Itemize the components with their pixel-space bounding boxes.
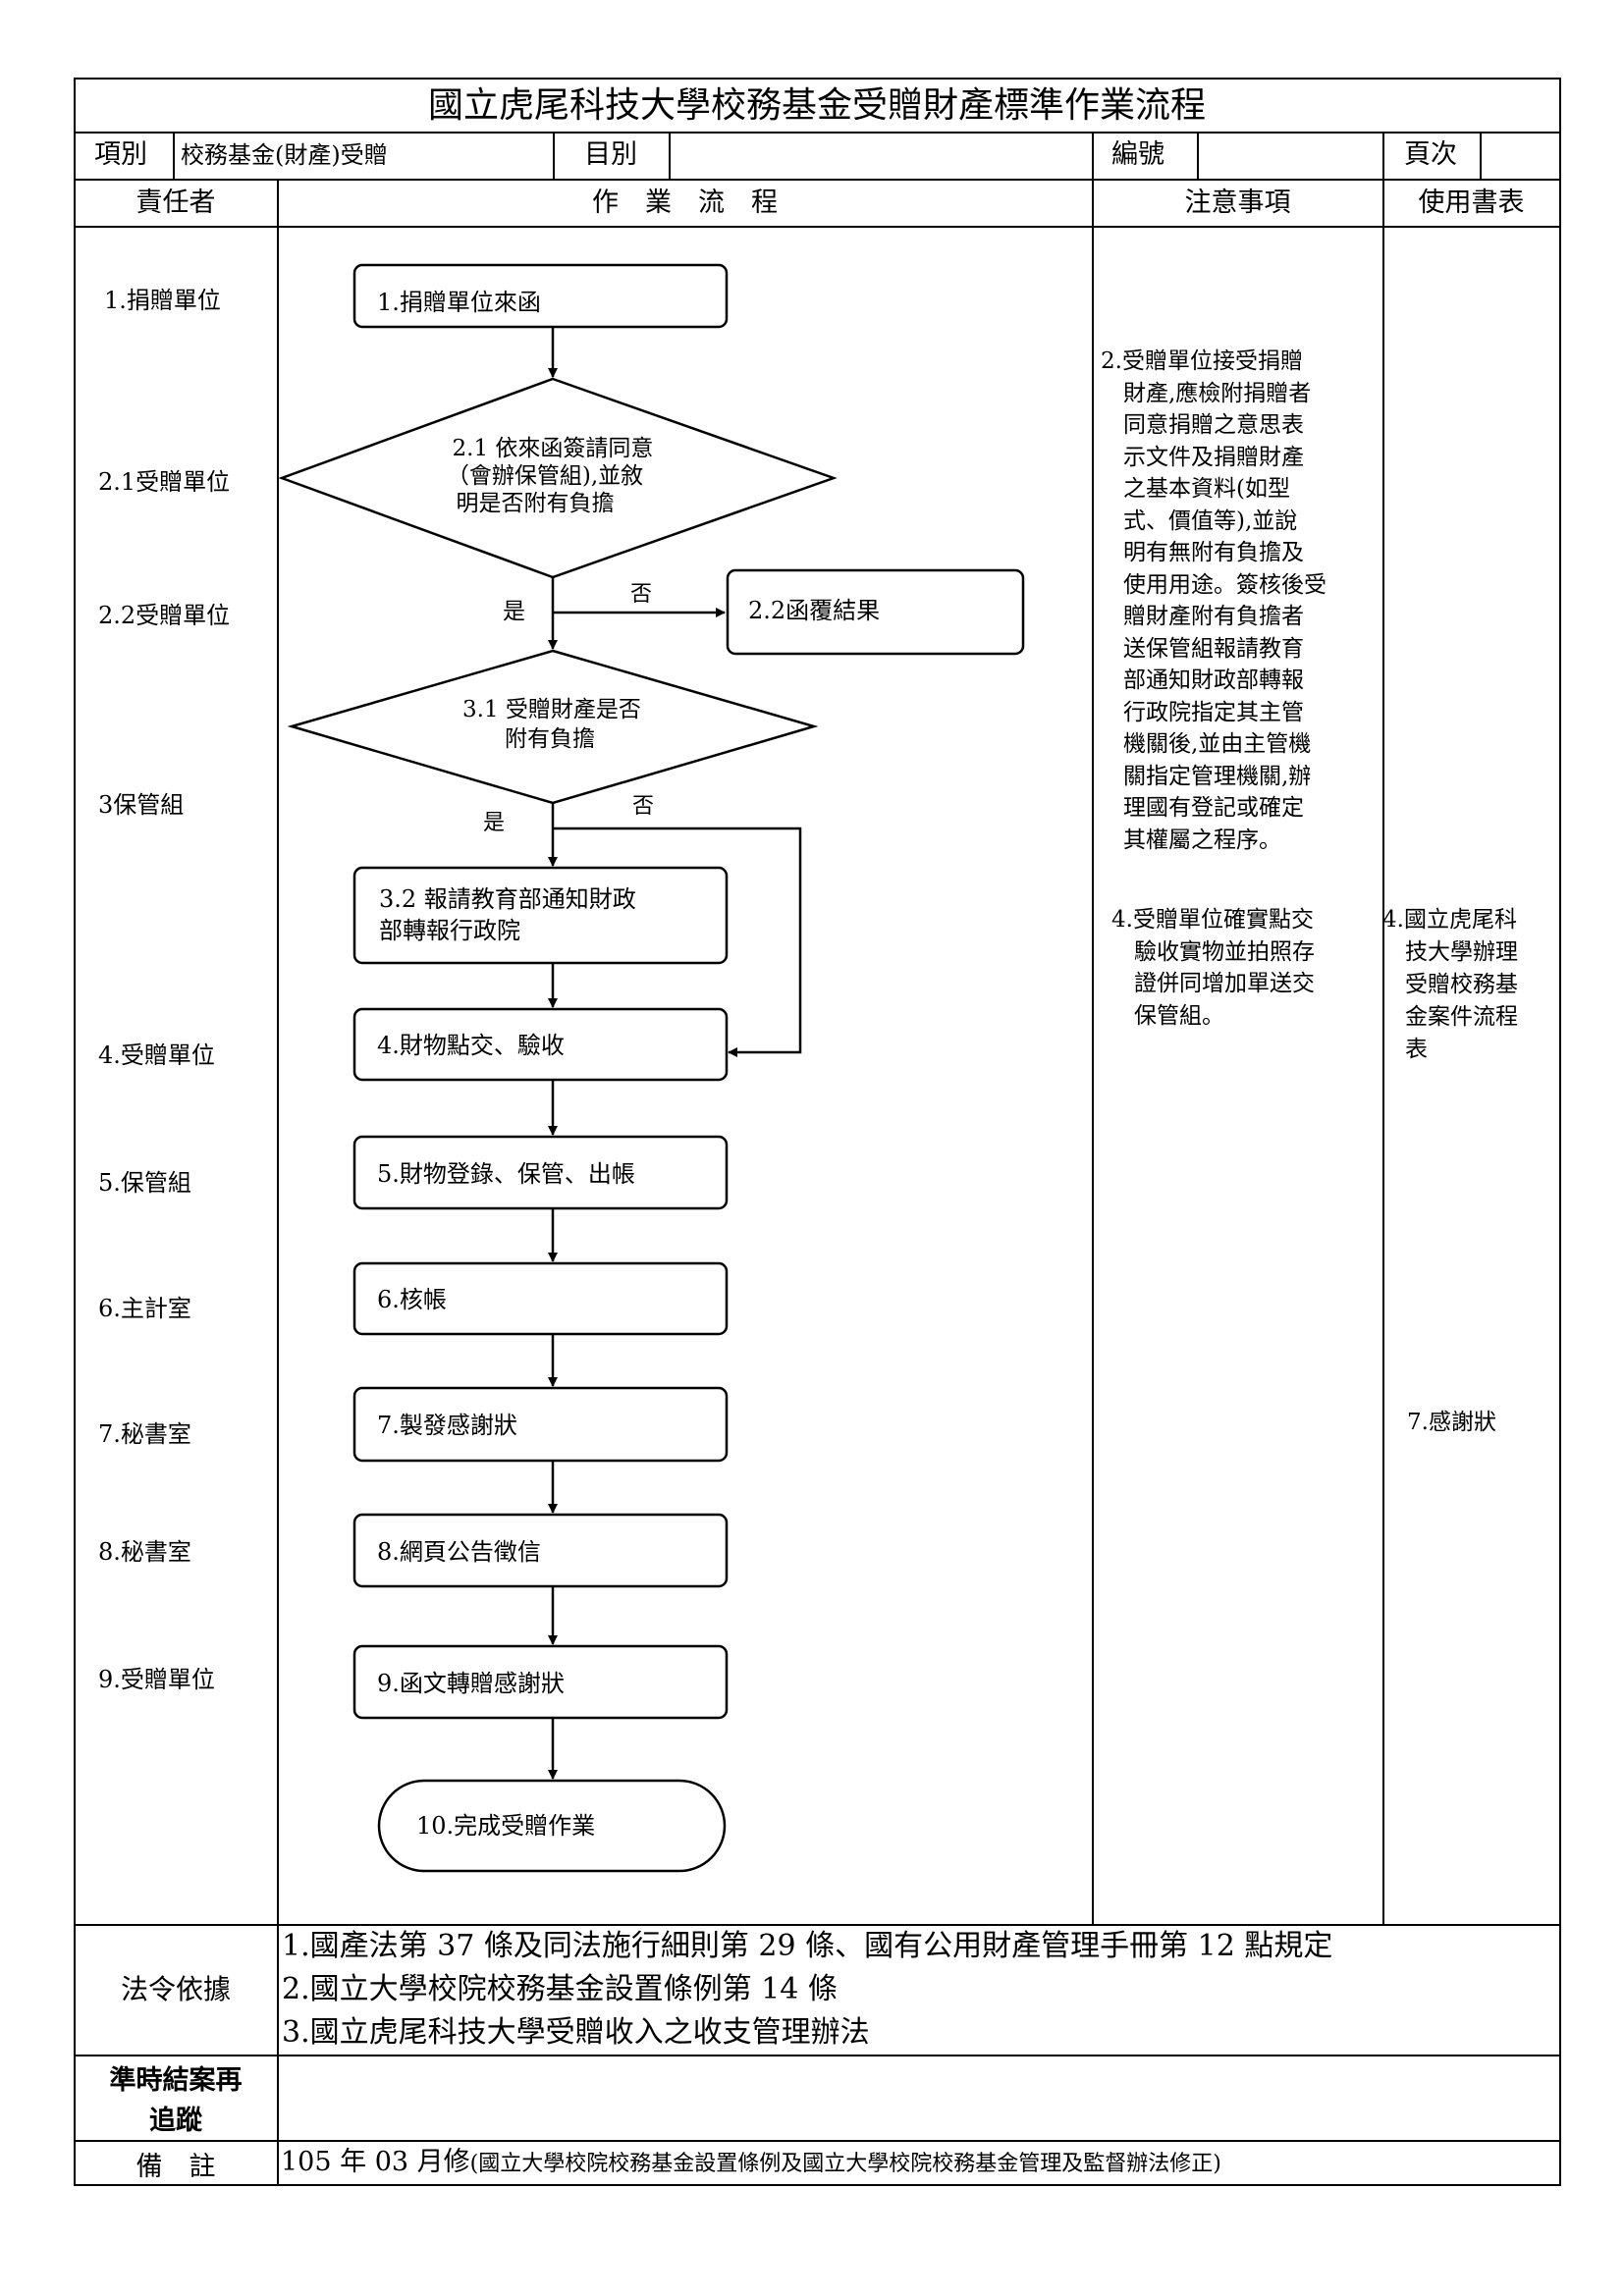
- responsible-unit-4: 4.受贈單位: [98, 1041, 215, 1069]
- responsible-unit-9: 9.受贈單位: [98, 1666, 215, 1693]
- no-label: 否: [632, 794, 654, 819]
- arrow-bypass: [553, 827, 802, 1057]
- col-line: [1382, 132, 1384, 179]
- row-line: [74, 226, 1560, 228]
- process-box-step8: [352, 1513, 729, 1588]
- tracking-label-2: 追蹤: [149, 2106, 202, 2136]
- step7-text: 7.製發感謝狀: [377, 1412, 517, 1439]
- yes-label: 是: [483, 811, 505, 835]
- item-label: 項別: [94, 139, 147, 170]
- step2-1-line-2: （會辦保管組),並敘: [447, 463, 643, 489]
- responsible-unit-2-2: 2.2受贈單位: [98, 602, 231, 629]
- form-7: 7.感謝狀: [1407, 1410, 1496, 1435]
- col-line: [277, 179, 279, 2185]
- step4-text: 4.財物點交、驗收: [377, 1032, 565, 1059]
- row-line: [74, 2140, 1560, 2142]
- step1-text: 1.捐贈單位來函: [377, 289, 541, 316]
- process-box-step4: [352, 1007, 729, 1082]
- item-value: 校務基金(財產)受贈: [181, 141, 388, 169]
- process-box-step5: [352, 1135, 729, 1210]
- page-title: 國立虎尾科技大學校務基金受贈財產標準作業流程: [427, 85, 1206, 126]
- col-line: [1382, 179, 1384, 1925]
- col-line: [1480, 132, 1482, 179]
- column-header-responsible: 責任者: [135, 187, 216, 218]
- remark-prefix: 105 年 03 月修: [281, 2147, 470, 2177]
- number-label: 編號: [1111, 139, 1164, 170]
- process-box-step1: [352, 263, 729, 329]
- process-box-step2-2: [726, 568, 1025, 656]
- col-line: [173, 132, 175, 179]
- row-line: [74, 1924, 1560, 1926]
- step6-text: 6.核帳: [377, 1286, 447, 1313]
- form-4: 4.國立虎尾科 技大學辦理 受贈校務基 金案件流程 表: [1382, 907, 1518, 1062]
- law-basis-list: 1.國產法第 37 條及同法施行細則第 29 條、國有公用財產管理手冊第 12 …: [282, 1925, 1332, 2055]
- step10-text: 10.完成受贈作業: [416, 1812, 595, 1840]
- col-line: [553, 132, 555, 179]
- step3-1-line-1: 3.1 受贈財產是否: [462, 697, 641, 722]
- table-border-bottom: [74, 2184, 1560, 2186]
- responsible-unit-3: 3保管組: [98, 791, 185, 819]
- remark-label: 備 註: [135, 2152, 216, 2182]
- row-line: [74, 179, 1560, 181]
- col-line: [669, 132, 671, 179]
- process-box-step7: [352, 1386, 729, 1463]
- yes-label: 是: [503, 599, 525, 624]
- column-header-notes: 注意事項: [1184, 187, 1291, 218]
- process-box-step6: [352, 1261, 729, 1336]
- step2-1-line-1: 2.1 依來函簽請同意: [453, 436, 654, 461]
- law-item: 3.國立虎尾科技大學受贈收入之收支管理辦法: [282, 2015, 870, 2050]
- step2-2-text: 2.2函覆結果: [748, 597, 880, 624]
- responsible-unit-2-1: 2.1受贈單位: [98, 468, 231, 496]
- process-box-step9: [352, 1644, 729, 1720]
- category-label: 目別: [584, 139, 637, 170]
- responsible-unit-8: 8.秘書室: [98, 1538, 191, 1566]
- row-line: [74, 2055, 1560, 2056]
- law-item: 2.國立大學校院校務基金設置條例第 14 條: [282, 1972, 838, 2006]
- table-border-left: [74, 78, 76, 2186]
- responsible-unit-5: 5.保管組: [98, 1169, 191, 1197]
- remark-value: 105 年 03 月修(國立大學校院校務基金設置條例及國立大學校院校務基金管理及…: [281, 2145, 1221, 2183]
- step3-1-line-2: 附有負擔: [505, 726, 595, 752]
- step2-1-line-3: 明是否附有負擔: [457, 491, 615, 516]
- note-4: 4.受贈單位確實點交 驗收實物並拍照存 證併同增加單送交 保管組。: [1111, 907, 1315, 1029]
- step8-text: 8.網頁公告徵信: [377, 1538, 541, 1566]
- note-2: 2.受贈單位接受捐贈 財產,應檢附捐贈者 同意捐贈之意思表 示文件及捐贈財產 之…: [1101, 348, 1326, 853]
- responsible-unit-7: 7.秘書室: [98, 1420, 191, 1448]
- step9-text: 9.函文轉贈感謝狀: [377, 1670, 565, 1697]
- step3-2-line-1: 3.2 報請教育部通知財政: [379, 885, 636, 913]
- step3-2-line-2: 部轉報行政院: [379, 917, 520, 944]
- step5-text: 5.財物登錄、保管、出帳: [377, 1160, 635, 1188]
- law-item: 1.國產法第 37 條及同法施行細則第 29 條、國有公用財產管理手冊第 12 …: [282, 1929, 1333, 1963]
- table-border-right: [1559, 78, 1561, 2186]
- row-line: [74, 132, 1560, 133]
- col-line: [1092, 132, 1094, 1925]
- process-box-step3-2: [352, 866, 729, 965]
- responsible-unit-1: 1.捐贈單位: [104, 287, 221, 314]
- column-header-forms: 使用書表: [1418, 187, 1525, 218]
- table-border-top: [74, 78, 1560, 80]
- remark-detail: (國立大學校院校務基金設置條例及國立大學校院校務基金管理及監督辦法修正): [469, 2152, 1221, 2176]
- page-label: 頁次: [1404, 139, 1457, 170]
- law-basis-label: 法令依據: [120, 1973, 231, 2005]
- column-header-process: 作 業 流 程: [592, 187, 778, 218]
- no-label: 否: [630, 582, 652, 607]
- responsible-unit-6: 6.主計室: [98, 1295, 191, 1322]
- col-line: [1197, 132, 1199, 179]
- terminal-step10: [377, 1779, 727, 1873]
- tracking-label-1: 準時結案再: [109, 2065, 243, 2096]
